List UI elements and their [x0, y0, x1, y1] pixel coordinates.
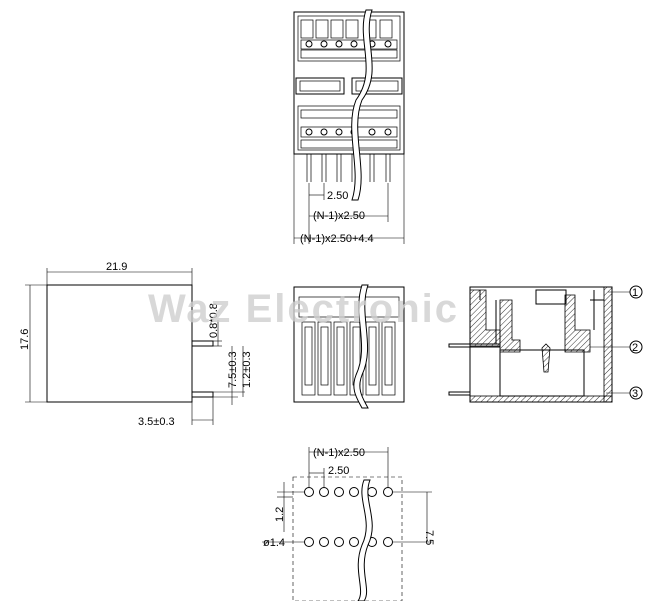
pin-thickness-label: 0.8*0.8 — [208, 303, 220, 338]
callout-1: 1 — [632, 287, 638, 299]
callout-3: 3 — [632, 388, 638, 400]
top-view-outline — [293, 11, 405, 155]
top-view-upper-contacts — [300, 19, 398, 59]
footprint-row-gap-label: 1.2 — [274, 507, 286, 522]
section-view — [448, 285, 643, 403]
latch-right — [351, 77, 403, 95]
footprint-holes — [304, 487, 393, 547]
callout-2: 2 — [632, 342, 638, 354]
pin-offset-label: 1.2±0.3 — [241, 351, 253, 388]
watermark: Waz Electronic — [148, 287, 459, 331]
front-view-slots — [301, 321, 396, 396]
section-upper-pin — [448, 343, 501, 348]
upper-pin — [191, 340, 214, 347]
top-view — [293, 9, 405, 244]
top-overall-label: (N-1)x2.50+4.4 — [300, 233, 374, 245]
top-view-lower-contacts — [300, 109, 398, 149]
top-view-dimensions — [293, 154, 405, 244]
top-span-label: (N-1)x2.50 — [313, 210, 365, 222]
top-pitch-label: 2.50 — [327, 190, 348, 202]
pin-length-label: 3.5±0.3 — [138, 416, 175, 428]
break-line — [351, 9, 373, 201]
front-view-outline — [293, 286, 405, 403]
section-lower-pin — [448, 391, 471, 396]
top-view-pins — [306, 154, 391, 182]
side-view — [25, 268, 245, 425]
side-height-label: 17.6 — [19, 329, 31, 350]
front-view — [293, 284, 405, 409]
front-break-line — [353, 284, 369, 409]
footprint-break-line — [357, 479, 373, 601]
footprint-span-label: (N-1)x2.50 — [313, 447, 365, 459]
footprint-view — [262, 447, 432, 601]
side-width-label: 21.9 — [106, 261, 127, 273]
lower-pin — [191, 391, 214, 398]
footprint-pitch-label: 2.50 — [328, 465, 349, 477]
footprint-hole-label: ø1.4 — [263, 537, 285, 549]
footprint-outline — [292, 476, 403, 601]
latch-left — [295, 77, 345, 95]
row-offset-label: 7.5±0.3 — [227, 351, 239, 388]
footprint-row-pitch-label: 7.5 — [423, 530, 435, 545]
